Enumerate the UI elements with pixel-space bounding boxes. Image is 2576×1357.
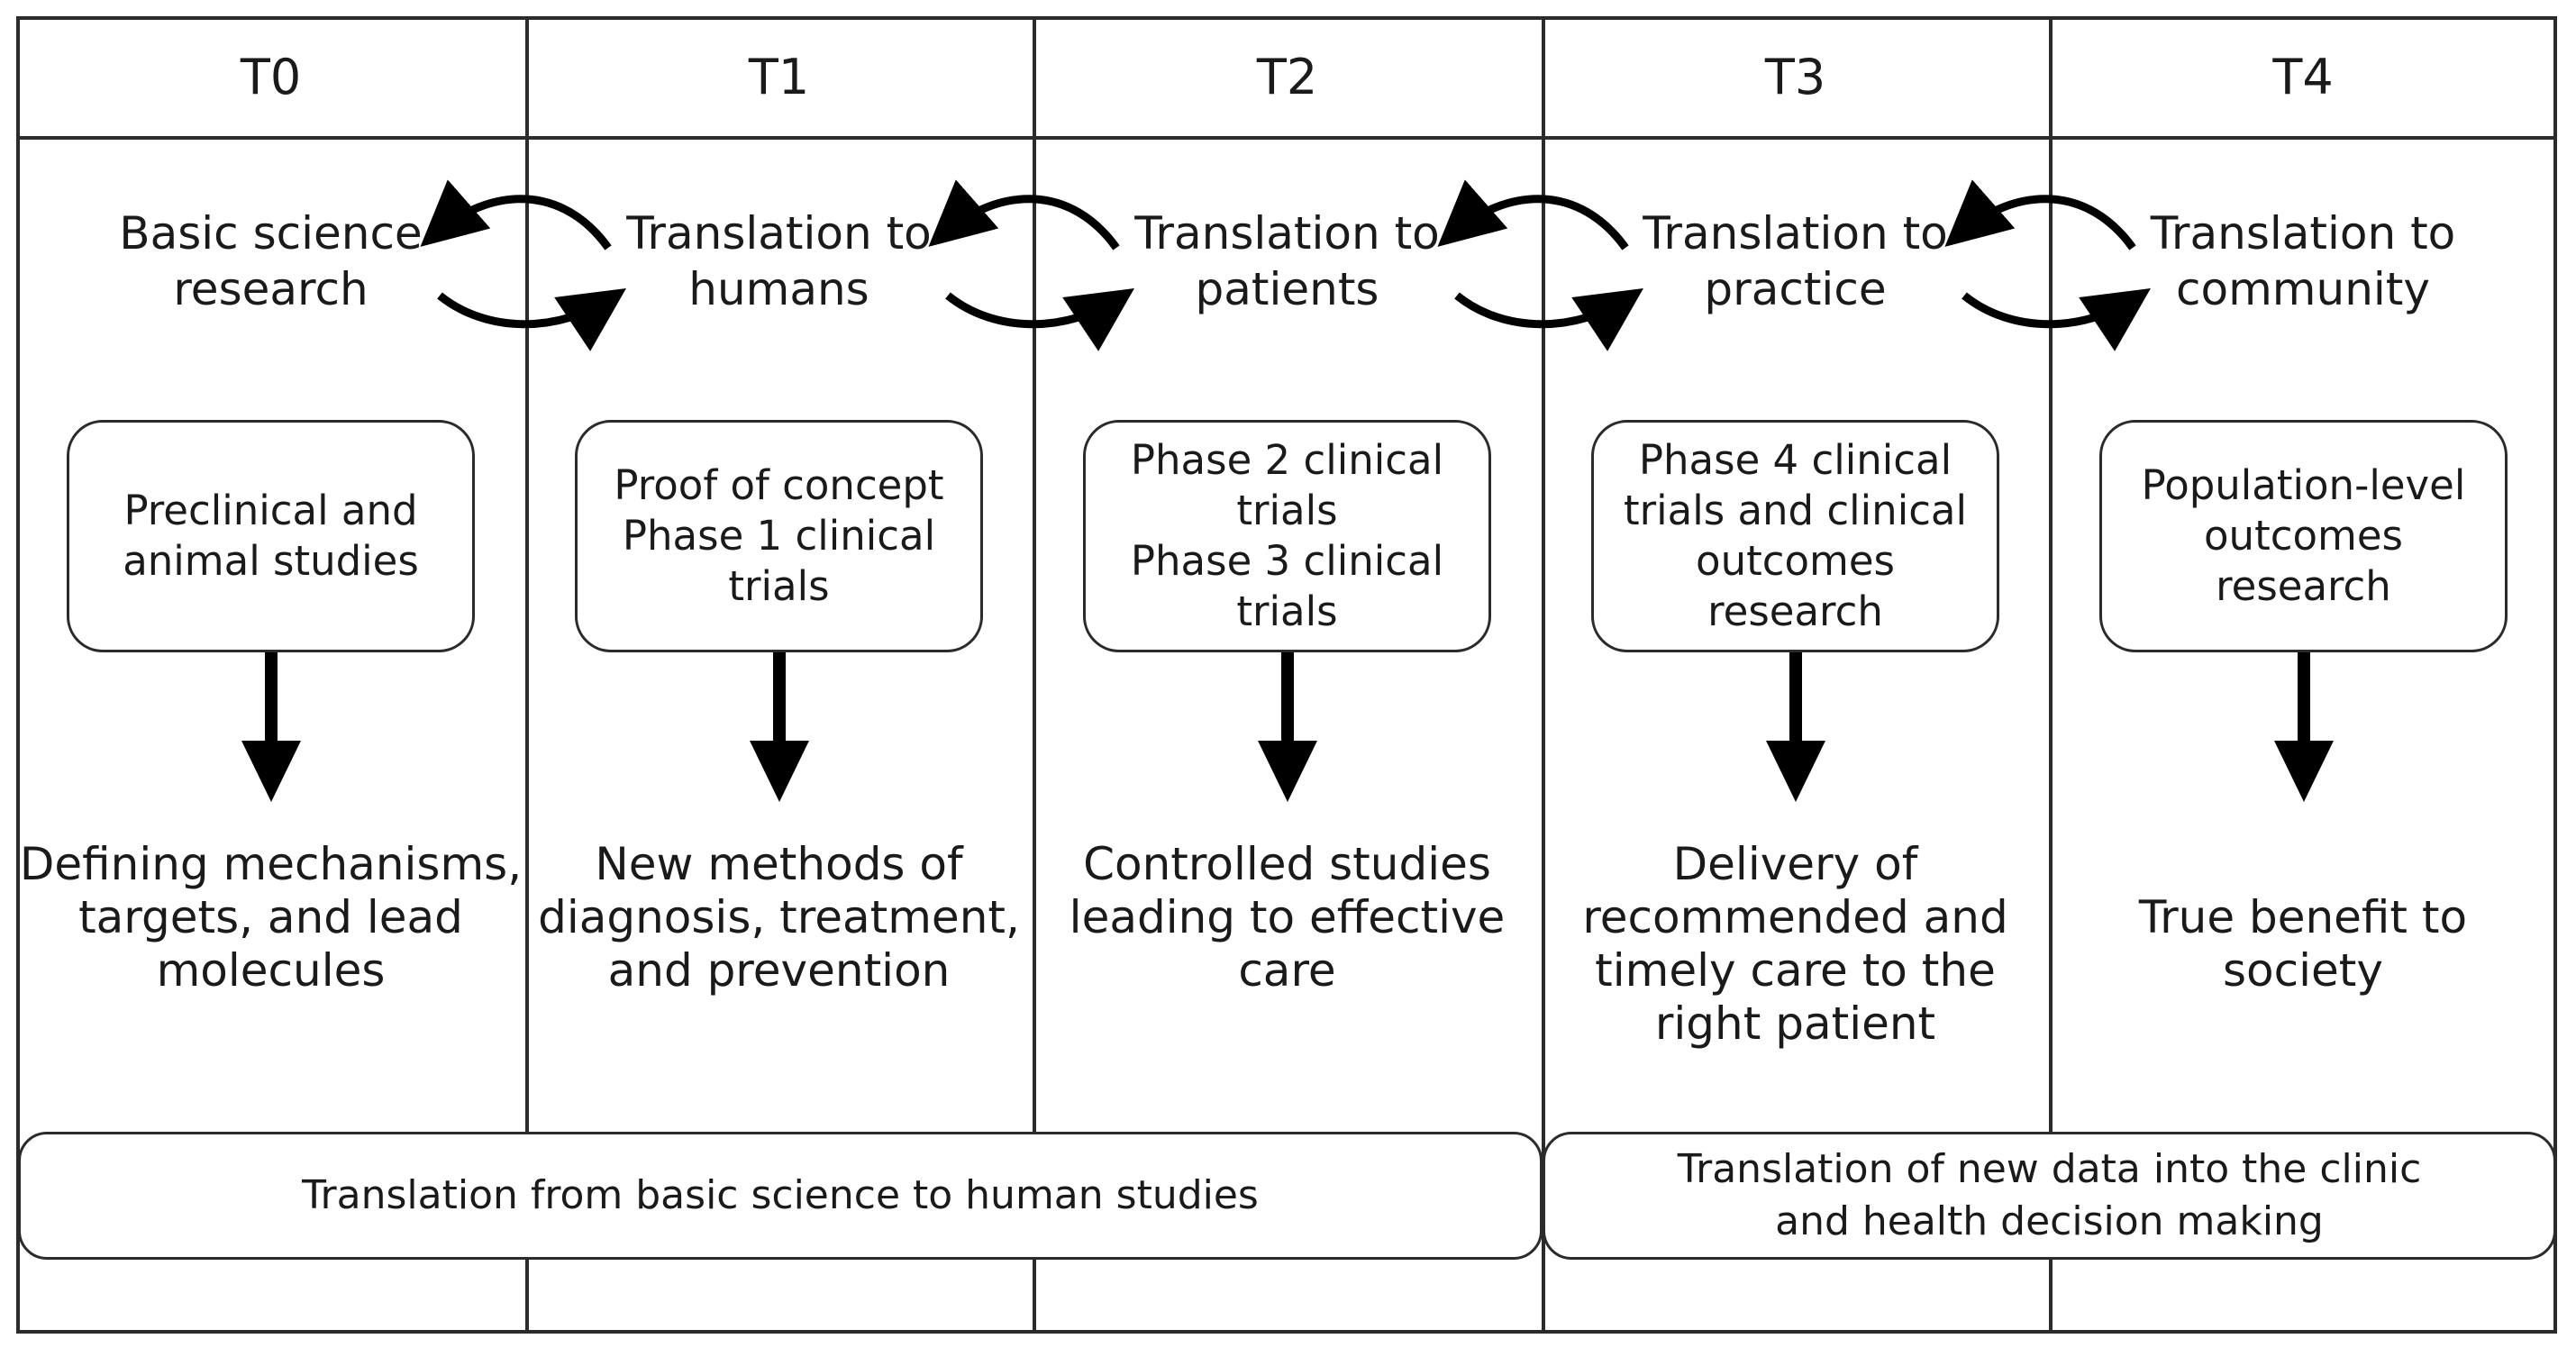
column-divider-4 — [2049, 16, 2053, 1334]
feedback-arrow-icon — [420, 179, 612, 250]
forward-arrow-icon — [437, 288, 626, 351]
outcome-text-t4: True benefit to society — [2138, 891, 2468, 997]
cycle-arrows-t1-t2 — [928, 179, 1134, 351]
cycle-arrows-t3-t4 — [1944, 179, 2151, 351]
outcome-text-t2: Controlled studies leading to effective … — [1069, 838, 1506, 997]
stage-label-t3: Translation to practice — [1643, 207, 1948, 315]
down-arrow-t2 — [1258, 652, 1317, 802]
down-arrow-t4 — [2274, 652, 2334, 802]
study-box-t0: Preclinical and animal studies — [67, 420, 475, 652]
diagram-frame — [16, 16, 2557, 1334]
outcome-text-t0: Defining mechanisms, targets, and lead m… — [19, 838, 523, 997]
feedback-arrow-icon — [928, 179, 1120, 250]
column-divider-3 — [1542, 16, 1545, 1334]
forward-arrow-icon — [1454, 288, 1643, 351]
stage-label-t0: Basic science research — [119, 207, 423, 315]
outcome-text-t1: New methods of diagnosis, treatment, and… — [538, 838, 1020, 997]
column-divider-1 — [525, 16, 529, 1334]
column-header-t4: T4 — [2272, 49, 2334, 105]
column-divider-2 — [1033, 16, 1036, 1334]
stage-label-t1: Translation to humans — [626, 207, 932, 315]
header-divider — [16, 136, 2557, 140]
cycle-arrows-t0-t1 — [420, 179, 626, 351]
column-header-t0: T0 — [240, 49, 302, 105]
study-box-t1: Proof of concept Phase 1 clinical trials — [575, 420, 983, 652]
arrow-down-icon — [1766, 741, 1825, 802]
study-box-t2: Phase 2 clinical trials Phase 3 clinical… — [1083, 420, 1491, 652]
cycle-arrows-t2-t3 — [1437, 179, 1643, 351]
column-header-t2: T2 — [1256, 49, 1318, 105]
band-basic-to-human: Translation from basic science to human … — [18, 1132, 1543, 1260]
outcome-text-t3: Delivery of recommended and timely care … — [1582, 838, 2008, 1050]
stage-label-t4: Translation to community — [2150, 207, 2456, 315]
feedback-arrow-icon — [1944, 179, 2136, 250]
column-header-t3: T3 — [1764, 49, 1826, 105]
forward-arrow-icon — [1962, 288, 2151, 351]
down-arrow-t1 — [750, 652, 809, 802]
forward-arrow-icon — [945, 288, 1134, 351]
column-header-t1: T1 — [748, 49, 810, 105]
arrow-down-icon — [750, 741, 809, 802]
arrow-down-icon — [2274, 741, 2334, 802]
study-box-t3: Phase 4 clinical trials and clinical out… — [1591, 420, 1999, 652]
arrow-down-icon — [241, 741, 301, 802]
down-arrow-t0 — [241, 652, 301, 802]
feedback-arrow-icon — [1437, 179, 1629, 250]
band-data-to-clinic: Translation of new data into the clinic … — [1543, 1132, 2556, 1260]
arrow-down-icon — [1258, 741, 1317, 802]
stage-label-t2: Translation to patients — [1134, 207, 1440, 315]
study-box-t4: Population-level outcomes research — [2099, 420, 2508, 652]
down-arrow-t3 — [1766, 652, 1825, 802]
